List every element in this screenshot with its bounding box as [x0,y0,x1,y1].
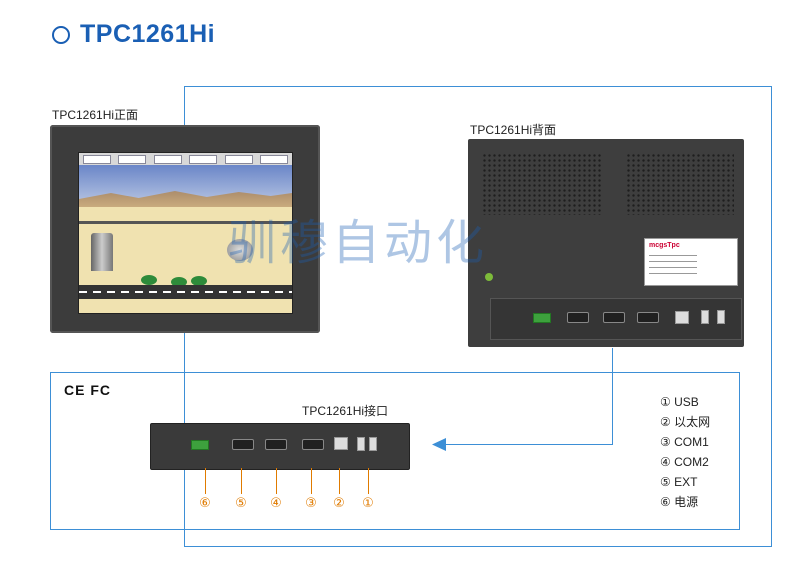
legend-item: ④ COM2 [660,455,709,469]
callout-number: ④ [270,495,282,510]
com1-port [637,312,659,323]
callout-line [339,468,340,494]
sticker-line [649,273,697,274]
screen-menu-button [118,154,147,164]
usb-port [717,310,725,324]
screen-menu-button [260,154,289,164]
screen-tree [141,275,157,285]
screen-tree [191,276,207,286]
com2-port [603,312,625,323]
sticker-line [649,267,697,268]
sticker-logo: mcgsTpc [649,242,680,249]
power-terminal [533,313,551,323]
screen-water-tower [227,239,253,261]
ethernet-port [675,311,689,324]
screen-menu-button [224,154,253,164]
connector-line-horizontal [444,444,613,445]
screen-tank [91,233,113,271]
title-text: TPC1261Hi [80,20,216,48]
callout-line [368,468,369,494]
usb-port [369,437,377,451]
sticker-line [649,261,697,262]
legend-item: ⑤ EXT [660,475,698,489]
legend-item: ② 以太网 [660,415,711,429]
screen-menu-button [189,154,218,164]
watermark: 驯穆自动化 [228,215,489,271]
power-terminal [191,440,209,450]
callout-number: ⑥ [199,495,211,510]
legend-item: ⑥ 电源 [660,495,699,509]
port-legend: ① USB ② 以太网 ③ COM1 ④ COM2 ⑤ EXT ⑥ 电源 [660,392,710,512]
ext-port [567,312,589,323]
ext-port [232,439,254,450]
connector-line-vertical [612,348,613,444]
screen-road-line [79,291,292,293]
usb-port [357,437,365,451]
callout-line [241,468,242,494]
vent-grill [482,153,602,215]
screen-menu-bar [79,153,292,165]
interface-panel-image [150,423,410,470]
back-port-strip [490,298,742,340]
vent-grill [626,153,734,215]
inner-frame [50,372,740,530]
screen-menu-button [82,154,111,164]
screen-tree [171,277,187,287]
usb-port [701,310,709,324]
back-panel-image: mcgsTpc [468,139,744,347]
callout-number: ② [333,495,345,510]
front-panel-image [50,125,320,333]
callout-line [276,468,277,494]
screen-menu-button [153,154,182,164]
callout-line [311,468,312,494]
arrow-left-icon [432,438,446,451]
sticker-line [649,255,697,256]
back-label: TPC1261Hi背面 [470,123,557,137]
callout-number: ⑤ [235,495,247,510]
legend-item: ③ COM1 [660,435,709,449]
ground-screw-icon [485,273,493,281]
hmi-screen [78,152,293,314]
legend-item: ① USB [660,395,699,409]
ethernet-port [334,437,348,450]
com2-port [265,439,287,450]
callout-number: ① [362,495,374,510]
front-label: TPC1261Hi正面 [52,108,139,122]
screen-pipe [79,221,292,224]
certification-marks: CE FC [64,382,111,398]
interface-label: TPC1261Hi接口 [302,404,389,418]
page-title: TPC1261Hi [52,20,215,49]
com1-port [302,439,324,450]
callout-line [205,468,206,494]
circle-icon [52,25,70,44]
product-sticker: mcgsTpc [644,238,738,286]
callout-number: ③ [305,495,317,510]
